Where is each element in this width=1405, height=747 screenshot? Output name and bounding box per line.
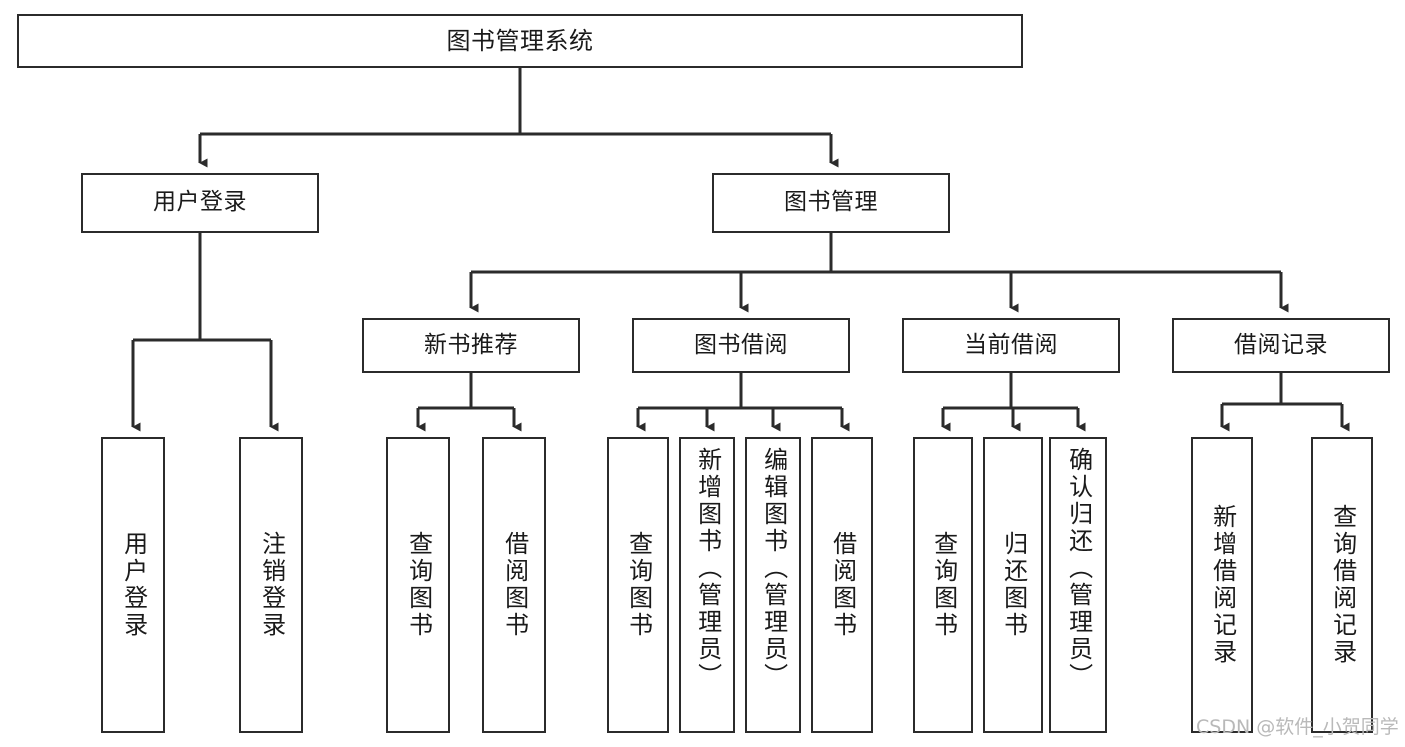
node-level2-current-borrow[interactable]: 当前借阅 [902, 318, 1120, 373]
node-label: 新增借阅记录 [1208, 504, 1237, 666]
node-label: 查询图书 [404, 531, 433, 639]
node-leaf-add-borrow-record[interactable]: 新增借阅记录 [1191, 437, 1253, 733]
node-root-system[interactable]: 图书管理系统 [17, 14, 1023, 68]
node-label: 用户登录 [119, 531, 148, 639]
node-label: 注销登录 [257, 531, 286, 639]
node-label: 借阅记录 [1234, 331, 1328, 358]
node-label: 图书借阅 [694, 331, 788, 358]
node-level1-book-management[interactable]: 图书管理 [712, 173, 950, 233]
node-label: 查询图书 [929, 531, 958, 639]
node-leaf-query-books-borrow[interactable]: 查询图书 [607, 437, 669, 733]
node-leaf-lend-books[interactable]: 借阅图书 [811, 437, 873, 733]
node-label: 借阅图书 [828, 531, 857, 639]
node-label: 新增图书（管理员） [693, 447, 722, 690]
node-label: 确认归还（管理员） [1064, 447, 1093, 690]
watermark-text: CSDN @软件_小贺同学 [1196, 716, 1399, 738]
node-leaf-confirm-return-admin[interactable]: 确认归还（管理员） [1049, 437, 1107, 733]
node-label: 图书管理系统 [446, 26, 594, 55]
node-leaf-borrow-books-new[interactable]: 借阅图书 [482, 437, 546, 733]
node-leaf-query-books-new[interactable]: 查询图书 [386, 437, 450, 733]
node-label: 当前借阅 [964, 331, 1058, 358]
node-level2-new-book-recommend[interactable]: 新书推荐 [362, 318, 580, 373]
node-leaf-user-login[interactable]: 用户登录 [101, 437, 165, 733]
node-leaf-edit-book-admin[interactable]: 编辑图书（管理员） [745, 437, 801, 733]
node-leaf-user-logout[interactable]: 注销登录 [239, 437, 303, 733]
node-label: 归还图书 [999, 531, 1028, 639]
node-leaf-query-borrow-record[interactable]: 查询借阅记录 [1311, 437, 1373, 733]
node-label: 查询图书 [624, 531, 653, 639]
node-label: 编辑图书（管理员） [759, 447, 788, 690]
node-leaf-query-books-current[interactable]: 查询图书 [913, 437, 973, 733]
node-level2-borrow-records[interactable]: 借阅记录 [1172, 318, 1390, 373]
node-leaf-add-book-admin[interactable]: 新增图书（管理员） [679, 437, 735, 733]
node-leaf-return-books[interactable]: 归还图书 [983, 437, 1043, 733]
node-label: 用户登录 [153, 189, 247, 216]
node-label: 新书推荐 [424, 331, 518, 358]
node-level1-user-login[interactable]: 用户登录 [81, 173, 319, 233]
node-label: 借阅图书 [500, 531, 529, 639]
node-label: 图书管理 [784, 189, 878, 216]
node-level2-book-borrow[interactable]: 图书借阅 [632, 318, 850, 373]
node-label: 查询借阅记录 [1328, 504, 1357, 666]
